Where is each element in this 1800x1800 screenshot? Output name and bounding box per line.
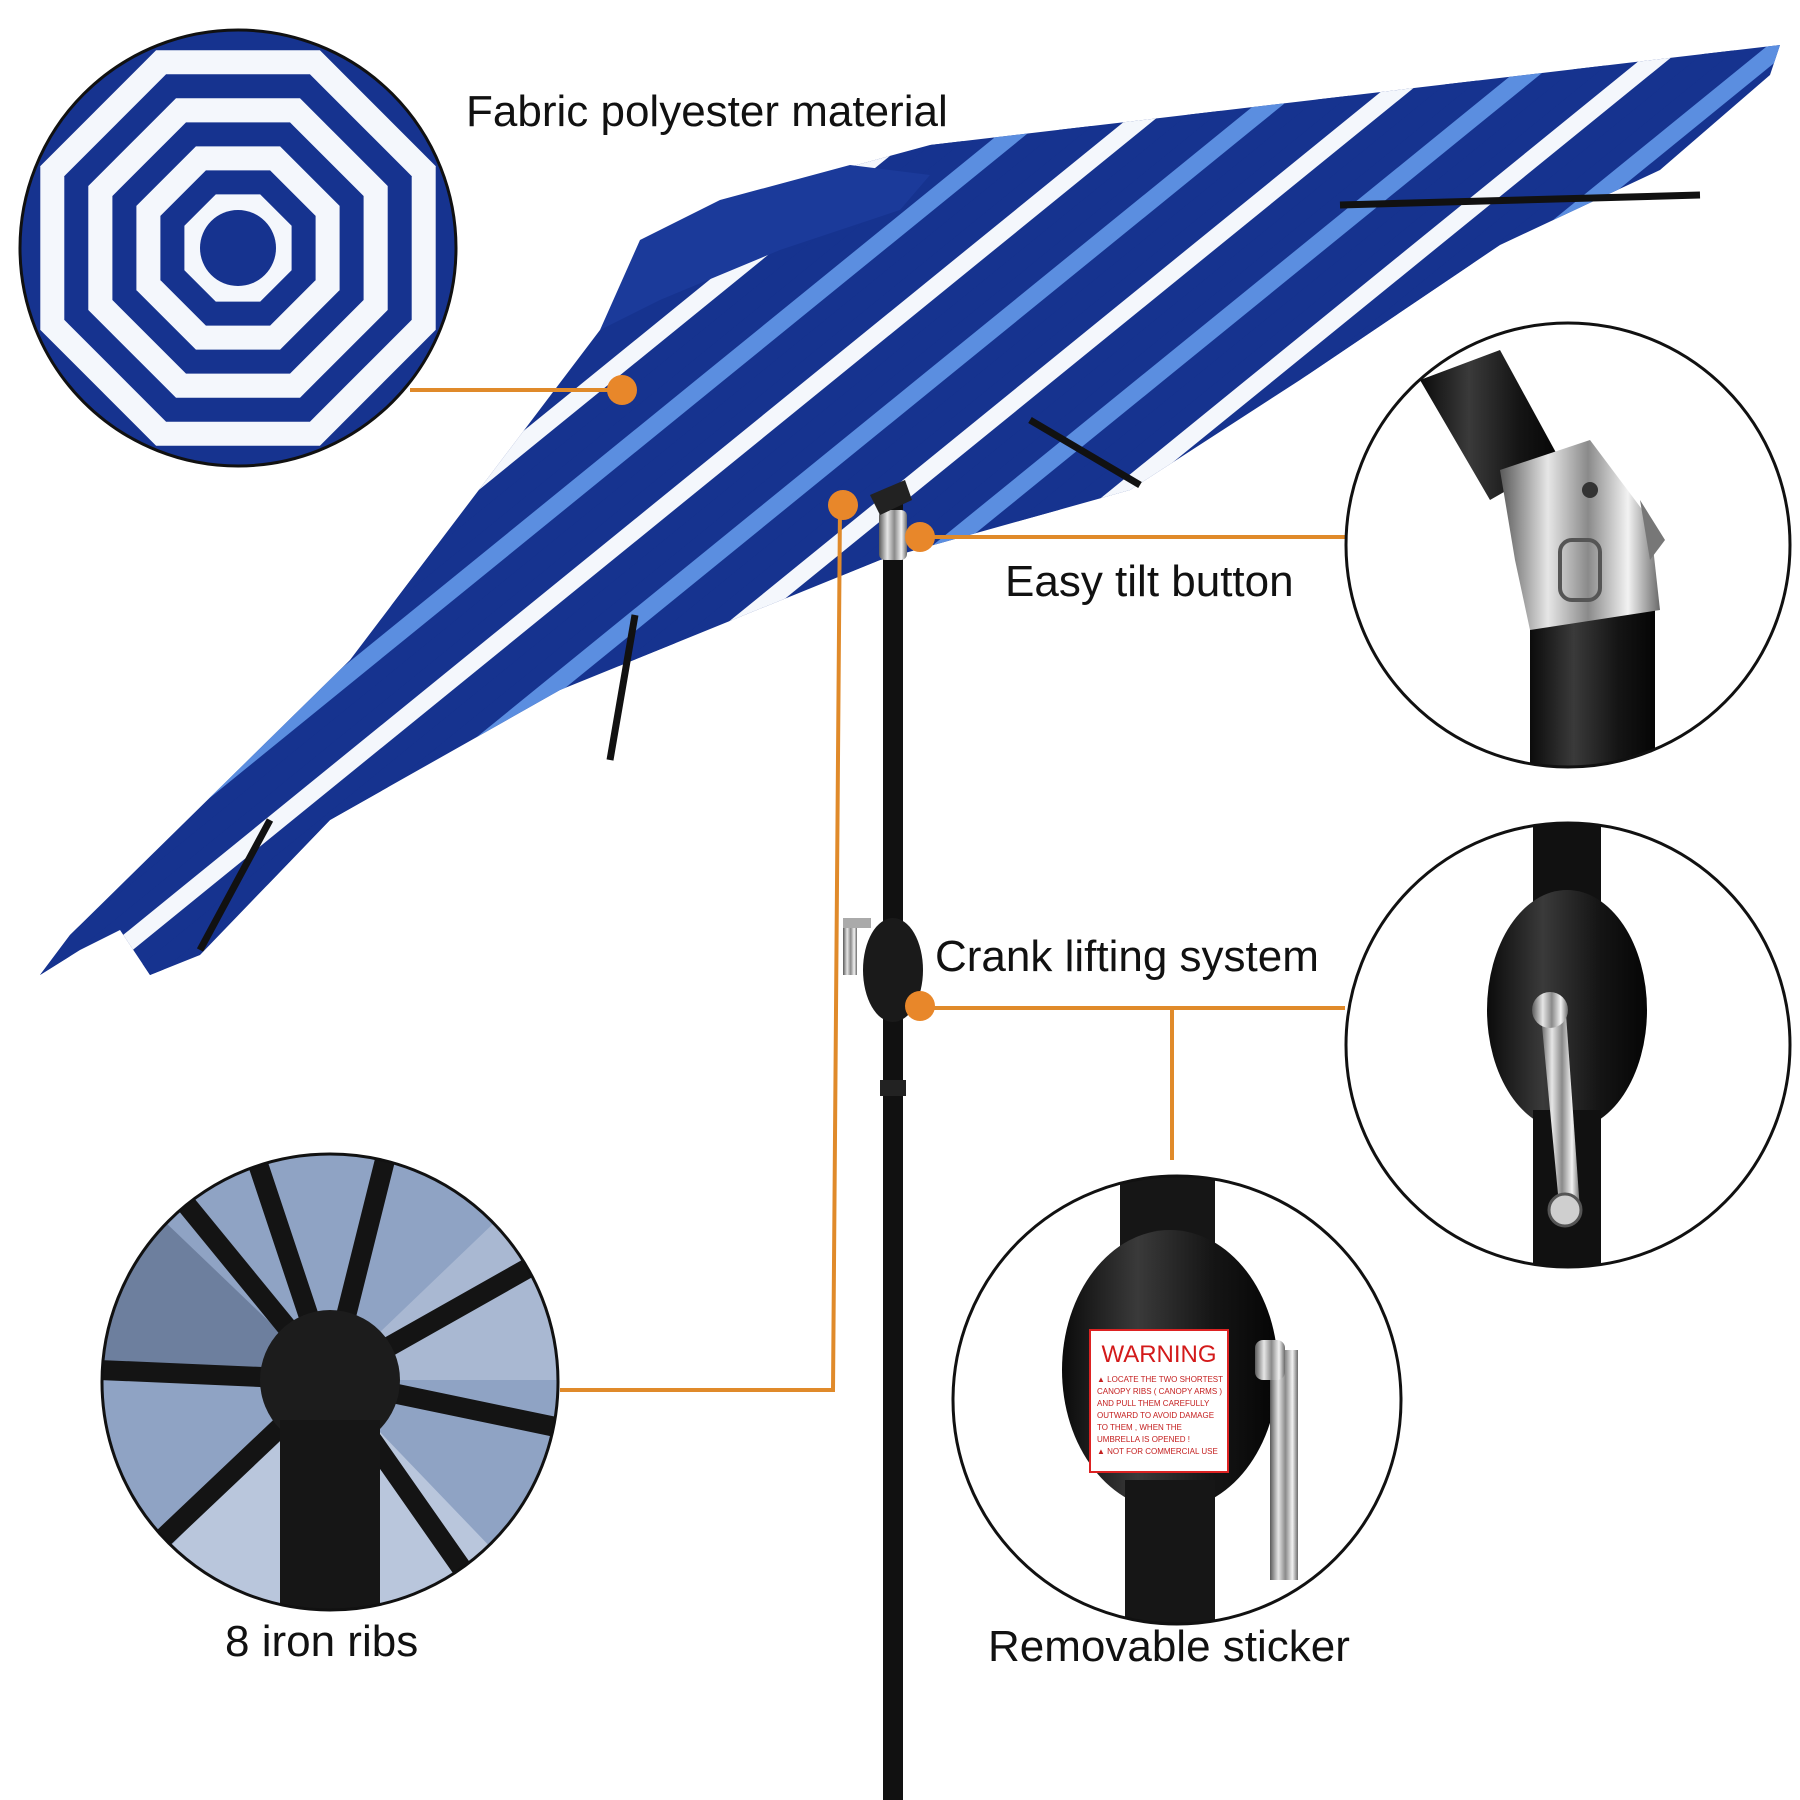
warning-line: TO THEM , WHEN THE: [1097, 1423, 1182, 1432]
warning-line: ▲ LOCATE THE TWO SHORTEST: [1097, 1375, 1223, 1384]
canopy-stripe: [40, 45, 1603, 975]
tilt-button-inset: [1344, 321, 1792, 769]
warning-line: ▲ NOT FOR COMMERCIAL USE: [1097, 1447, 1218, 1456]
top-view-inset: [18, 28, 458, 468]
crank-inset: [1344, 821, 1792, 1269]
canopy-center-vent: [200, 210, 276, 286]
canopy-top-rings: [20, 30, 456, 466]
warning-line: UMBRELLA IS OPENED !: [1097, 1435, 1190, 1444]
warning-line: CANOPY RIBS ( CANOPY ARMS ): [1097, 1387, 1222, 1396]
tilt-button-label: Easy tilt button: [1005, 557, 1294, 606]
fabric-material-label: Fabric polyester material: [466, 87, 948, 136]
iron-ribs-label: 8 iron ribs: [225, 1617, 419, 1666]
removable-sticker-label: Removable sticker: [988, 1622, 1350, 1671]
ribs-inset: [100, 1152, 560, 1612]
warning-line: OUTWARD TO AVOID DAMAGE: [1097, 1411, 1214, 1420]
canopy-stripe: [1790, 0, 1800, 1100]
callout-dots: [607, 375, 935, 1021]
crank-system-label: Crank lifting system: [935, 932, 1319, 981]
warning-sticker: WARNING ▲ LOCATE THE TWO SHORTEST CANOPY …: [1089, 1329, 1229, 1473]
leader-lines: [410, 388, 1350, 1392]
canopy-stripe: [40, 45, 1548, 975]
umbrella-pole: [843, 480, 923, 1800]
warning-line: AND PULL THEM CAREFULLY: [1097, 1399, 1210, 1408]
warning-text-lines: ▲ LOCATE THE TWO SHORTEST CANOPY RIBS ( C…: [1097, 1375, 1223, 1456]
warning-title: WARNING: [1101, 1341, 1216, 1368]
